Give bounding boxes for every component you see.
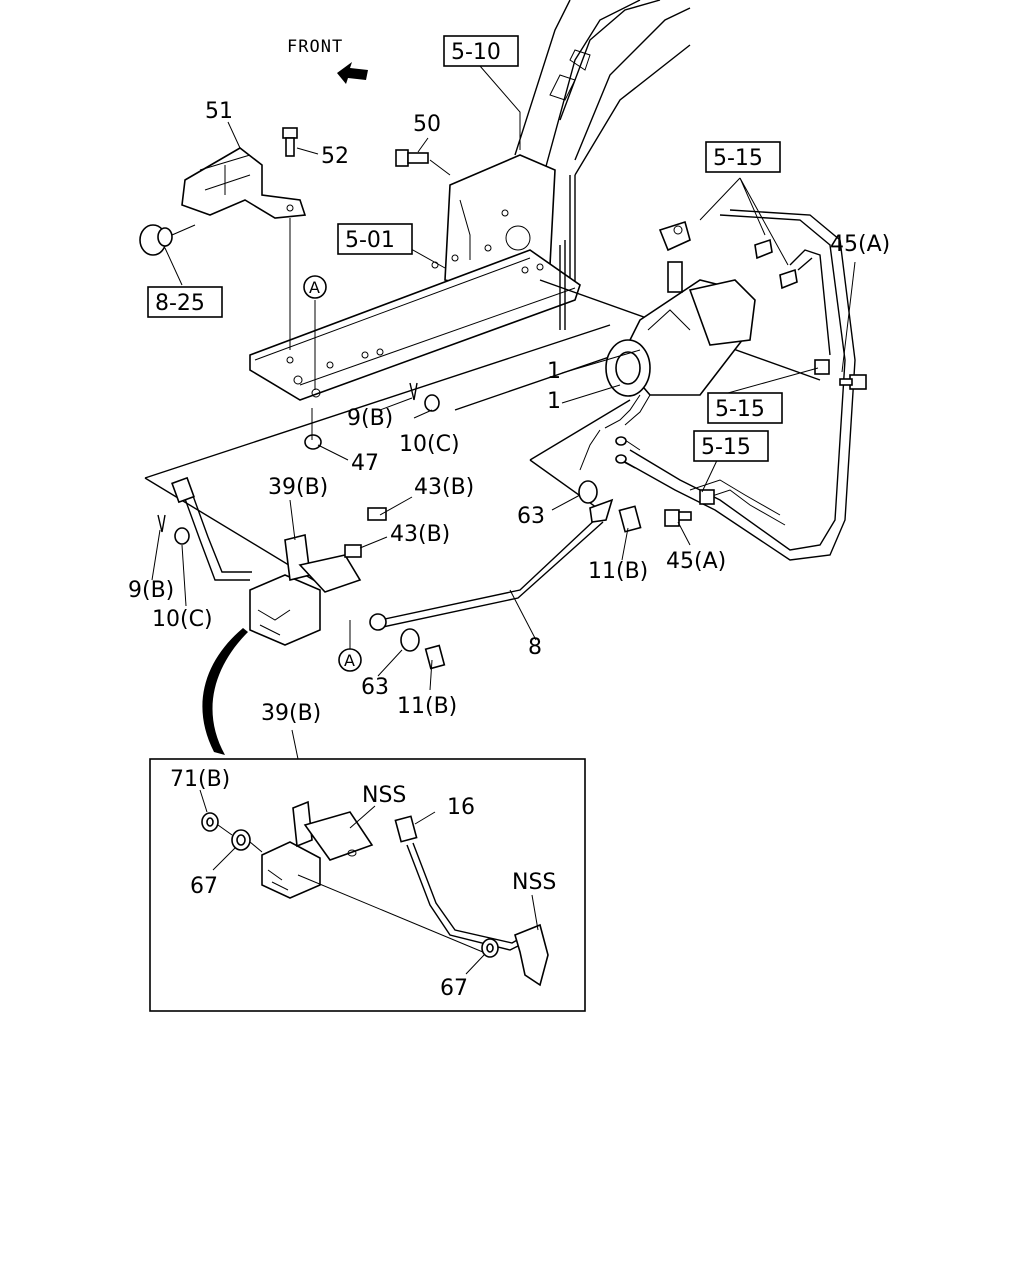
svg-text:8-25: 8-25 bbox=[155, 291, 205, 316]
label-16: 16 bbox=[447, 795, 475, 820]
svg-text:5-15: 5-15 bbox=[715, 397, 765, 422]
label-52: 52 bbox=[321, 144, 349, 169]
label-9B-left: 9(B) bbox=[128, 578, 174, 603]
detail-box: 71(B) NSS 16 67 NSS 67 bbox=[149, 729, 586, 1012]
label-8: 8 bbox=[528, 635, 542, 660]
front-label: FRONT bbox=[287, 37, 343, 57]
label-67-bottom: 67 bbox=[440, 976, 468, 1001]
ref-box-5-15-mid: 5-15 bbox=[707, 392, 783, 424]
bolt-50 bbox=[395, 149, 451, 176]
label-1-a: 1 bbox=[547, 359, 561, 384]
svg-text:A: A bbox=[309, 278, 320, 297]
rod-lever bbox=[171, 476, 614, 631]
ref-box-8-25: 8-25 bbox=[147, 286, 223, 318]
connector-8-25 bbox=[139, 224, 196, 256]
fitting-fittings bbox=[658, 220, 798, 290]
svg-text:5-15: 5-15 bbox=[701, 435, 751, 460]
component-1-assembly bbox=[579, 261, 756, 471]
label-11B-left: 11(B) bbox=[397, 694, 457, 719]
svg-text:A: A bbox=[344, 651, 355, 670]
svg-text:5-01: 5-01 bbox=[345, 228, 395, 253]
svg-text:5-15: 5-15 bbox=[713, 146, 763, 171]
brake-pipes bbox=[615, 209, 856, 561]
label-10C-top: 10(C) bbox=[399, 432, 460, 457]
ref-box-5-15-top: 5-15 bbox=[705, 141, 781, 173]
bracket-51 bbox=[181, 147, 307, 219]
svg-text:5-10: 5-10 bbox=[451, 40, 501, 65]
clip-and-washers bbox=[157, 382, 642, 670]
crossmember bbox=[249, 249, 581, 401]
label-39B-main: 39(B) bbox=[268, 475, 328, 500]
front-arrow-icon bbox=[337, 62, 368, 84]
label-51: 51 bbox=[205, 99, 233, 124]
ref-box-5-01: 5-01 bbox=[337, 223, 413, 255]
bolt-45A bbox=[664, 374, 867, 527]
detail-pointer-arrow bbox=[202, 628, 248, 755]
valve-39B bbox=[249, 534, 362, 646]
label-39B-detail: 39(B) bbox=[261, 701, 321, 726]
label-10C-left: 10(C) bbox=[152, 607, 213, 632]
label-63-right: 63 bbox=[517, 504, 545, 529]
label-71B: 71(B) bbox=[170, 767, 230, 792]
callout-A-bottom: A bbox=[338, 648, 362, 672]
bolt-52 bbox=[282, 127, 298, 157]
label-47: 47 bbox=[351, 451, 379, 476]
label-63-left: 63 bbox=[361, 675, 389, 700]
label-NSS-valve: NSS bbox=[362, 783, 406, 808]
label-NSS-bracket: NSS bbox=[512, 870, 556, 895]
label-11B-right: 11(B) bbox=[588, 559, 648, 584]
label-67-left: 67 bbox=[190, 874, 218, 899]
label-50: 50 bbox=[413, 112, 441, 137]
callout-A-top: A bbox=[303, 275, 327, 299]
label-45A-bottom: 45(A) bbox=[666, 549, 726, 574]
label-1-b: 1 bbox=[547, 389, 561, 414]
label-45A-top: 45(A) bbox=[830, 232, 890, 257]
frame-outline bbox=[514, 0, 691, 300]
label-9B-top: 9(B) bbox=[347, 406, 393, 431]
ref-box-5-10: 5-10 bbox=[443, 35, 519, 67]
ref-box-5-15-low: 5-15 bbox=[693, 430, 769, 462]
label-43B-b: 43(B) bbox=[390, 522, 450, 547]
label-43B-a: 43(B) bbox=[414, 475, 474, 500]
